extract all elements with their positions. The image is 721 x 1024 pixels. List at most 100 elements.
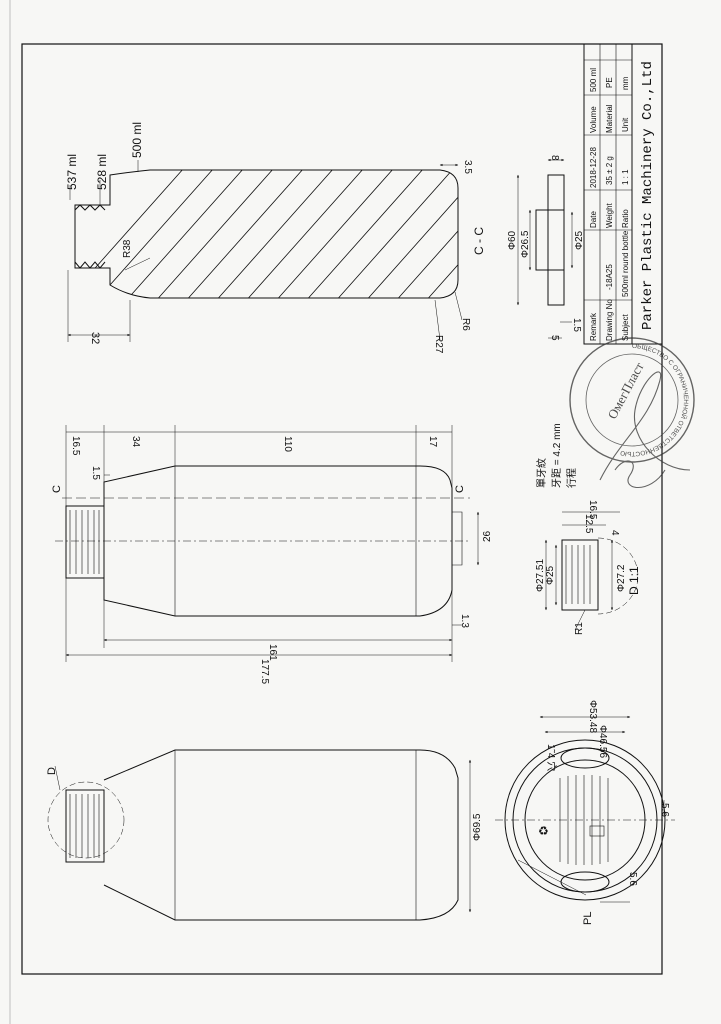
label-dim-15-cap: 1.5 <box>571 318 582 332</box>
detail-neck <box>561 539 599 611</box>
label-537ml: 537 ml <box>65 154 79 190</box>
bottle-outline-side <box>103 749 459 921</box>
thread-side <box>69 794 100 858</box>
label-dim-15-front: 1.5 <box>90 466 101 480</box>
date-value: 2018-12-28 <box>589 147 598 188</box>
label-r38: R38 <box>122 239 133 258</box>
leader-r6 <box>454 291 463 321</box>
label-r6: R6 <box>460 318 471 331</box>
ratio-label: Ratio <box>621 209 630 228</box>
label-dim-17: 17 <box>427 436 438 448</box>
base-recess <box>452 511 463 566</box>
detail-label-125: 12.5 <box>583 514 594 534</box>
subject-label: Subject <box>621 314 630 341</box>
label-dim-56a: 5.6 <box>659 803 670 817</box>
section-hatching <box>75 170 458 298</box>
border-frame <box>21 43 663 975</box>
detail-title: D 1:1 <box>627 566 641 595</box>
label-dim-35: 3.5 <box>462 160 473 174</box>
label-phi60: Φ60 <box>507 230 518 250</box>
weight-label: Weight <box>605 202 614 228</box>
date-label: Date <box>589 211 598 228</box>
base-ribs <box>559 775 609 865</box>
leader-r27 <box>434 299 441 341</box>
note-thread-travel: 行程 <box>565 468 578 488</box>
label-section-cc: C - C <box>472 227 486 255</box>
weight-value: 35 ± 2 g <box>605 156 614 185</box>
label-528ml: 528 ml <box>95 154 109 190</box>
cap-hub <box>535 209 565 271</box>
detail-label-165: 16.5 <box>587 500 598 520</box>
detail-label-272: Φ27.2 <box>616 564 627 592</box>
label-r27: R27 <box>433 335 444 354</box>
label-dim-5348: Φ53.48 <box>587 700 598 733</box>
label-dim-34: 34 <box>130 436 141 448</box>
detail-d-leader <box>54 765 61 791</box>
ratio-value: 1 : 1 <box>621 169 630 185</box>
label-dim-13: 1.3 <box>459 614 470 628</box>
recycle-mark: ♻ <box>538 824 549 838</box>
drawing-value: -18A25 <box>605 264 614 290</box>
thread-front <box>69 510 100 574</box>
section-outline <box>74 169 459 299</box>
label-phi25-cap: Φ25 <box>574 230 585 250</box>
label-dim-56b: 5.6 <box>627 872 638 886</box>
detail-d-marker-label: D <box>46 767 58 775</box>
label-dim-165: 16.5 <box>70 436 81 456</box>
unit-label: Unit <box>621 117 630 132</box>
neck-thread-profile <box>74 204 106 269</box>
section-cc-view: 537 ml 528 ml 500 ml C - C 32 3.5 R38 R2… <box>65 122 486 354</box>
detail-label-4: 4 <box>609 530 620 536</box>
detail-boundary-arc <box>597 537 639 615</box>
label-dim-26: 26 <box>482 530 493 542</box>
neck-finish-side <box>65 789 105 863</box>
cap-disc <box>547 174 565 306</box>
volume-label: Volume <box>589 106 598 133</box>
company-stamp: ОБЩЕСТВО С ОГРАНИЧЕННОЙ ОТВЕТСТВЕННОСТЬЮ… <box>569 337 695 488</box>
neck-finish-front <box>65 505 105 579</box>
detail-label-2751: Φ27.51 <box>535 559 546 592</box>
label-dim-4656: Φ46.56 <box>597 725 608 758</box>
label-dim-161: 161 <box>267 644 278 661</box>
label-dim-8: 8 <box>549 155 560 161</box>
leader-r38 <box>124 257 151 271</box>
unit-value: mm <box>621 76 630 90</box>
label-holes: 1˜4 穴 <box>545 744 558 771</box>
detail-d-marker-circle <box>47 781 125 859</box>
detail-label-r1: R1 <box>574 622 585 635</box>
detail-r1-leader <box>574 609 586 631</box>
thread-notes: 單牙紋 牙距 = 4.2 mm 行程 <box>535 423 578 488</box>
label-dim-110: 110 <box>282 436 293 452</box>
subject-value: 500ml round bottle <box>621 230 630 297</box>
bottom-view: ♻ Φ53.48 Φ46.56 1˜4 穴 5.6 5.6 PL <box>495 700 675 925</box>
note-thread-type: 單牙紋 <box>535 458 548 488</box>
mold-code-box <box>589 825 605 837</box>
detail-d-view: 16.5 12.5 4 Φ27.51 Φ25 Φ27.2 R1 D 1:1 <box>535 500 641 635</box>
title-block: Parker Plastic Machinery Co.,Ltd Subject… <box>583 43 663 345</box>
detail-label-25: Φ25 <box>545 565 556 585</box>
detail-threads <box>565 545 591 604</box>
section-mark-c-top: C <box>51 485 63 493</box>
base-outer-ring <box>504 739 666 901</box>
label-dim-695: Φ69.5 <box>472 813 483 841</box>
section-mark-c-bottom: C <box>454 485 466 493</box>
signature-scribble <box>599 371 691 488</box>
label-pl: PL <box>582 912 594 925</box>
label-phi265: Φ26.5 <box>520 230 531 258</box>
material-value: PE <box>605 77 614 88</box>
label-dim-1775: 177.5 <box>259 659 270 684</box>
stamp-center: ОмегПласт <box>604 360 646 422</box>
drawing-label: Drawing No <box>605 299 614 341</box>
volume-value: 500 ml <box>589 68 598 92</box>
label-500ml: 500 ml <box>130 122 144 158</box>
label-dim-32: 32 <box>89 332 101 344</box>
side-view: D Φ69.5 <box>46 749 483 921</box>
note-thread-pitch: 牙距 = 4.2 mm <box>551 423 563 488</box>
material-label: Material <box>605 104 614 133</box>
cap-section-view: Φ60 Φ26.5 Φ25 8 1.5 5 <box>507 155 585 341</box>
foot-left <box>560 747 610 769</box>
pl-leader <box>517 859 587 896</box>
foot-right <box>560 871 610 893</box>
remark-label: Remark <box>589 312 598 341</box>
